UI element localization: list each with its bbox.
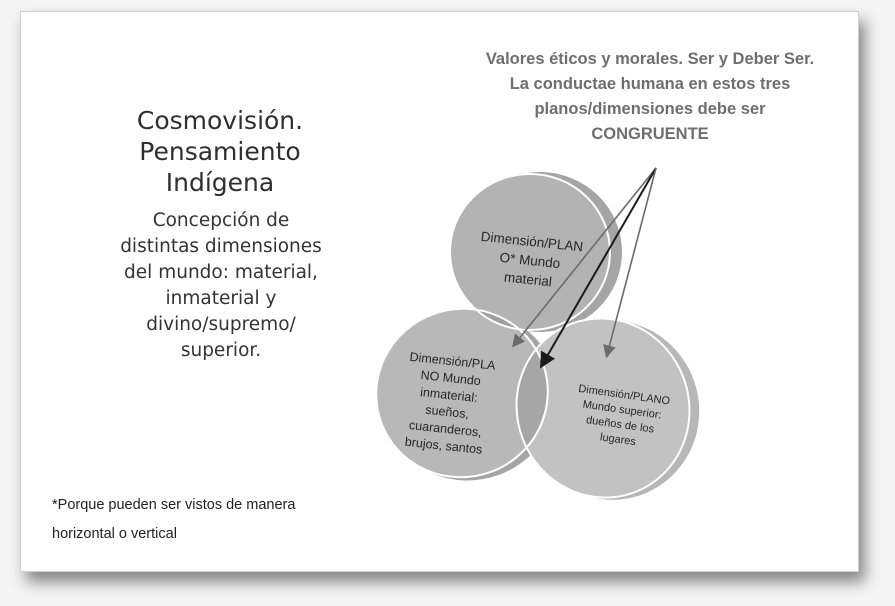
subtitle-line: Concepción de	[152, 210, 290, 231]
slide-title: Cosmovisión. Pensamiento Indígena	[100, 105, 340, 198]
subtitle-line: superior.	[180, 340, 262, 361]
subtitle-line: del mundo: material,	[124, 262, 318, 283]
note-line: planos/dimensiones debe ser	[534, 100, 766, 118]
circle-inmaterial	[376, 308, 548, 478]
arrow-icon	[511, 167, 657, 348]
arrow-icon	[603, 167, 657, 359]
subtitle-line: divino/supremo/	[146, 314, 296, 335]
circle-label-inmaterial: Dimensión/PLA NO Mundo inmaterial: sueño…	[388, 348, 508, 461]
arrow-icon	[539, 167, 657, 369]
title-line: Indígena	[165, 168, 275, 197]
footnote-line: *Porque pueden ser vistos de manera	[52, 497, 296, 513]
circle-superior	[516, 318, 690, 498]
note-line: Valores éticos y morales. Ser y Deber Se…	[485, 50, 815, 68]
subtitle-line: distintas dimensiones	[120, 236, 322, 257]
subtitle-line: inmaterial y	[165, 288, 277, 309]
slide-subtitle: Concepción de distintas dimensiones del …	[90, 208, 352, 364]
title-line: Pensamiento	[139, 137, 301, 166]
note-line: CONGRUENTE	[591, 125, 709, 143]
circle-material	[450, 174, 610, 330]
footnote-line: horizontal o vertical	[52, 526, 177, 542]
title-line: Cosmovisión.	[136, 106, 304, 135]
slide	[20, 11, 859, 572]
note-line: La conductae humana en estos tres	[509, 75, 791, 93]
footnote: *Porque pueden ser vistos de manera hori…	[52, 491, 382, 549]
congruence-note: Valores éticos y morales. Ser y Deber Se…	[440, 47, 860, 147]
